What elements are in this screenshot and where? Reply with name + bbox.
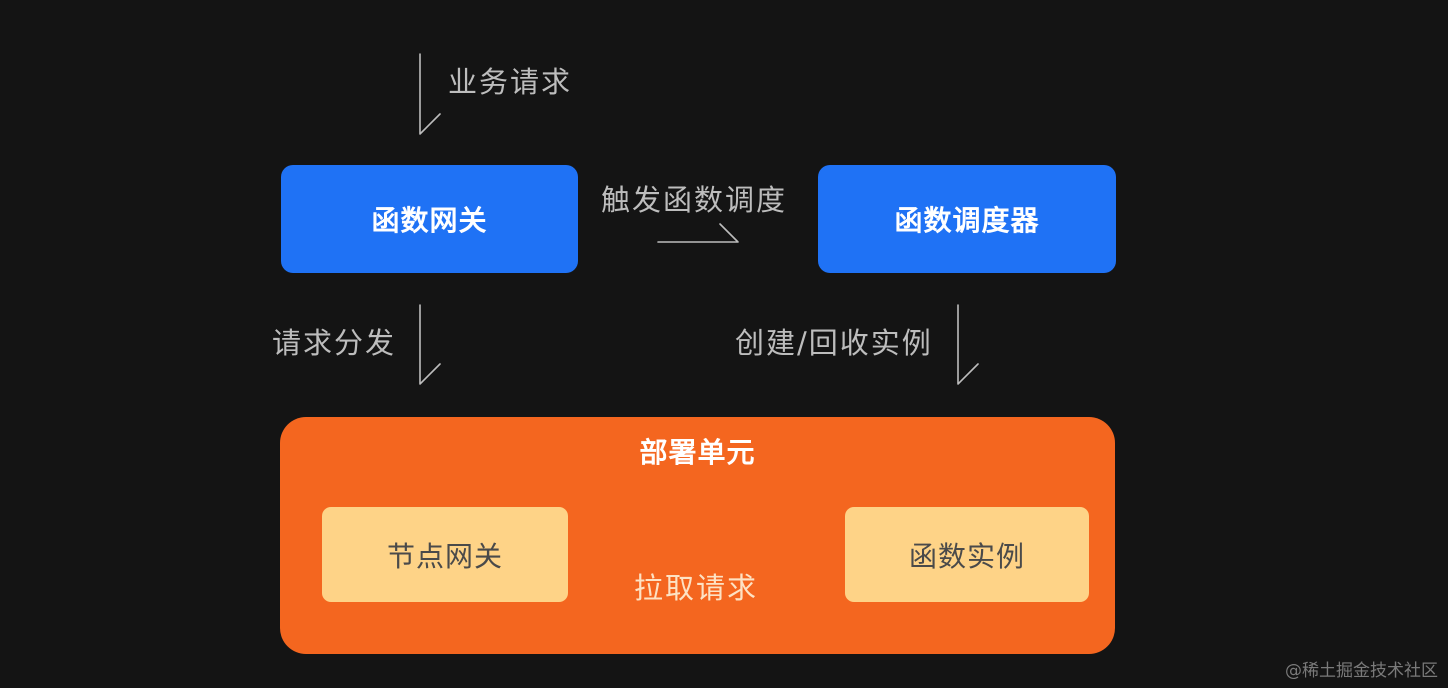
node-function-gateway: 函数网关 — [281, 165, 578, 273]
arrow-trigger-scheduling — [657, 223, 739, 243]
label-create-recycle: 创建/回收实例 — [735, 326, 933, 360]
arrow-request-dispatch — [419, 304, 441, 385]
label-business-request: 业务请求 — [448, 65, 573, 99]
label-request-dispatch: 请求分发 — [272, 326, 397, 360]
node-function-scheduler: 函数调度器 — [818, 165, 1116, 273]
arrow-business-request — [419, 53, 441, 135]
label-pull-request: 拉取请求 — [634, 571, 759, 605]
arrow-create-recycle — [957, 304, 979, 385]
label-trigger-scheduling: 触发函数调度 — [601, 183, 788, 217]
node-node-gateway: 节点网关 — [322, 507, 568, 602]
deployment-unit-title: 部署单元 — [639, 436, 756, 469]
watermark: @稀土掘金技术社区 — [1285, 661, 1438, 681]
node-function-instance: 函数实例 — [845, 507, 1089, 602]
